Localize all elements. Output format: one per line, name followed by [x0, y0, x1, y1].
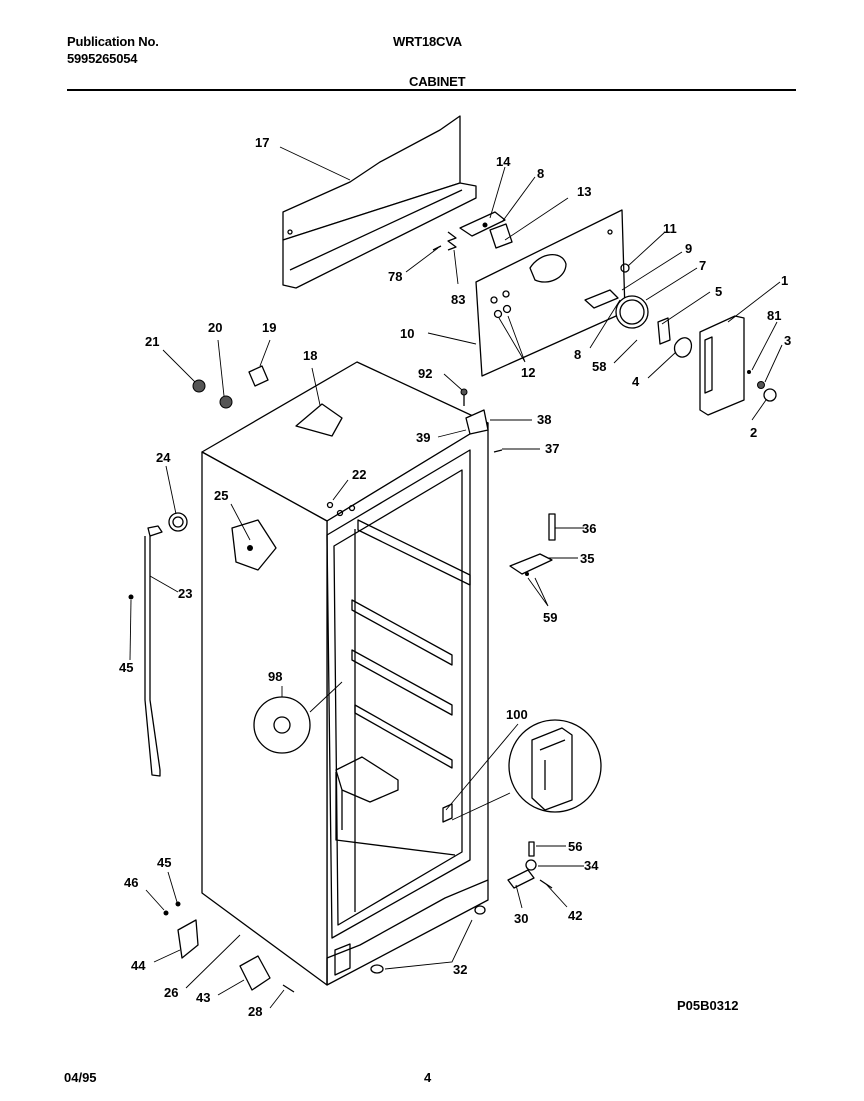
callout-26: 26 — [164, 985, 178, 1000]
callout-42: 42 — [568, 908, 582, 923]
callout-43: 43 — [196, 990, 210, 1005]
grommet-20 — [219, 395, 233, 409]
callout-10: 10 — [400, 326, 414, 341]
screw-45-upper — [128, 594, 134, 600]
screw-59 — [525, 572, 529, 576]
callout-44: 44 — [131, 958, 146, 973]
callout-9: 9 — [685, 241, 692, 256]
cabinet-body — [201, 361, 489, 986]
callout-18: 18 — [303, 348, 317, 363]
bracket-14 — [459, 211, 513, 249]
callout-8b: 8 — [574, 347, 581, 362]
callout-17: 17 — [255, 135, 269, 150]
callout-46: 46 — [124, 875, 138, 890]
callout-23: 23 — [178, 586, 192, 601]
callout-3: 3 — [784, 333, 791, 348]
plug-21 — [192, 379, 206, 393]
callout-1: 1 — [781, 273, 788, 288]
callout-21: 21 — [145, 334, 159, 349]
callout-34: 34 — [584, 858, 599, 873]
callout-58: 58 — [592, 359, 606, 374]
callout-19: 19 — [262, 320, 276, 335]
callout-12: 12 — [521, 365, 535, 380]
callout-92: 92 — [418, 366, 432, 381]
bottom-hinge-30 — [507, 869, 535, 889]
callout-35: 35 — [580, 551, 594, 566]
callout-13: 13 — [577, 184, 591, 199]
fan-motor-assembly — [584, 263, 693, 358]
drain-tube-23 — [144, 512, 188, 777]
callout-78: 78 — [388, 269, 402, 284]
screw-78 — [432, 245, 442, 251]
top-hinge-38 — [460, 388, 503, 453]
model-number: WRT18CVA — [393, 34, 462, 49]
plug-98 — [273, 716, 291, 734]
screw-45-lower — [175, 901, 181, 907]
spring-83 — [447, 231, 457, 251]
callout-37: 37 — [545, 441, 559, 456]
plug-32-b — [474, 905, 486, 915]
callout-25: 25 — [214, 488, 228, 503]
callout-81: 81 — [767, 308, 781, 323]
publication-number: 5995265054 — [67, 51, 138, 66]
detail-100 — [508, 719, 602, 813]
callout-2: 2 — [750, 425, 757, 440]
callout-59: 59 — [543, 610, 557, 625]
callout-28: 28 — [248, 1004, 262, 1019]
callout-14: 14 — [496, 154, 511, 169]
callout-45b: 45 — [157, 855, 171, 870]
screw-46 — [163, 910, 169, 916]
revision-date: 04/95 — [64, 1070, 97, 1085]
leader-lines — [129, 146, 783, 1009]
callout-100: 100 — [506, 707, 528, 722]
center-hinge-35 — [509, 553, 553, 575]
diagram-code: P05B0312 — [677, 998, 739, 1013]
mullion-screw — [247, 545, 253, 551]
callout-56: 56 — [568, 839, 582, 854]
callout-4: 4 — [632, 374, 640, 389]
callout-5: 5 — [715, 284, 722, 299]
callout-36: 36 — [582, 521, 596, 536]
callout-98: 98 — [268, 669, 282, 684]
page-number: 4 — [424, 1070, 432, 1085]
callout-11: 11 — [663, 221, 677, 236]
top-cover-17 — [282, 115, 477, 289]
callout-24: 24 — [156, 450, 171, 465]
washer-34 — [525, 859, 537, 871]
callout-labels: 17 14 8 13 11 9 7 1 5 81 3 78 83 10 12 8… — [119, 135, 791, 1019]
callout-32: 32 — [453, 962, 467, 977]
hinge-pin-36 — [548, 513, 556, 541]
hinge-bracket-18 — [295, 403, 343, 437]
leveler-bracket-44 — [177, 919, 199, 959]
callout-83: 83 — [451, 292, 465, 307]
publication-label: Publication No. — [67, 34, 159, 49]
callout-8: 8 — [537, 166, 544, 181]
callout-38: 38 — [537, 412, 551, 427]
cap-19 — [248, 365, 269, 387]
callout-39: 39 — [416, 430, 430, 445]
callout-45a: 45 — [119, 660, 133, 675]
callout-7: 7 — [699, 258, 706, 273]
callout-22: 22 — [352, 467, 366, 482]
header-rule — [67, 89, 796, 91]
plug-32 — [370, 964, 384, 974]
callout-20: 20 — [208, 320, 222, 335]
mullion-plate-25 — [231, 519, 277, 571]
screw-28 — [282, 984, 295, 993]
leveling-leg-43 — [239, 955, 271, 991]
callout-30: 30 — [514, 911, 528, 926]
control-housing-1 — [699, 315, 777, 416]
pin-56 — [528, 841, 535, 857]
section-title: CABINET — [409, 74, 466, 89]
